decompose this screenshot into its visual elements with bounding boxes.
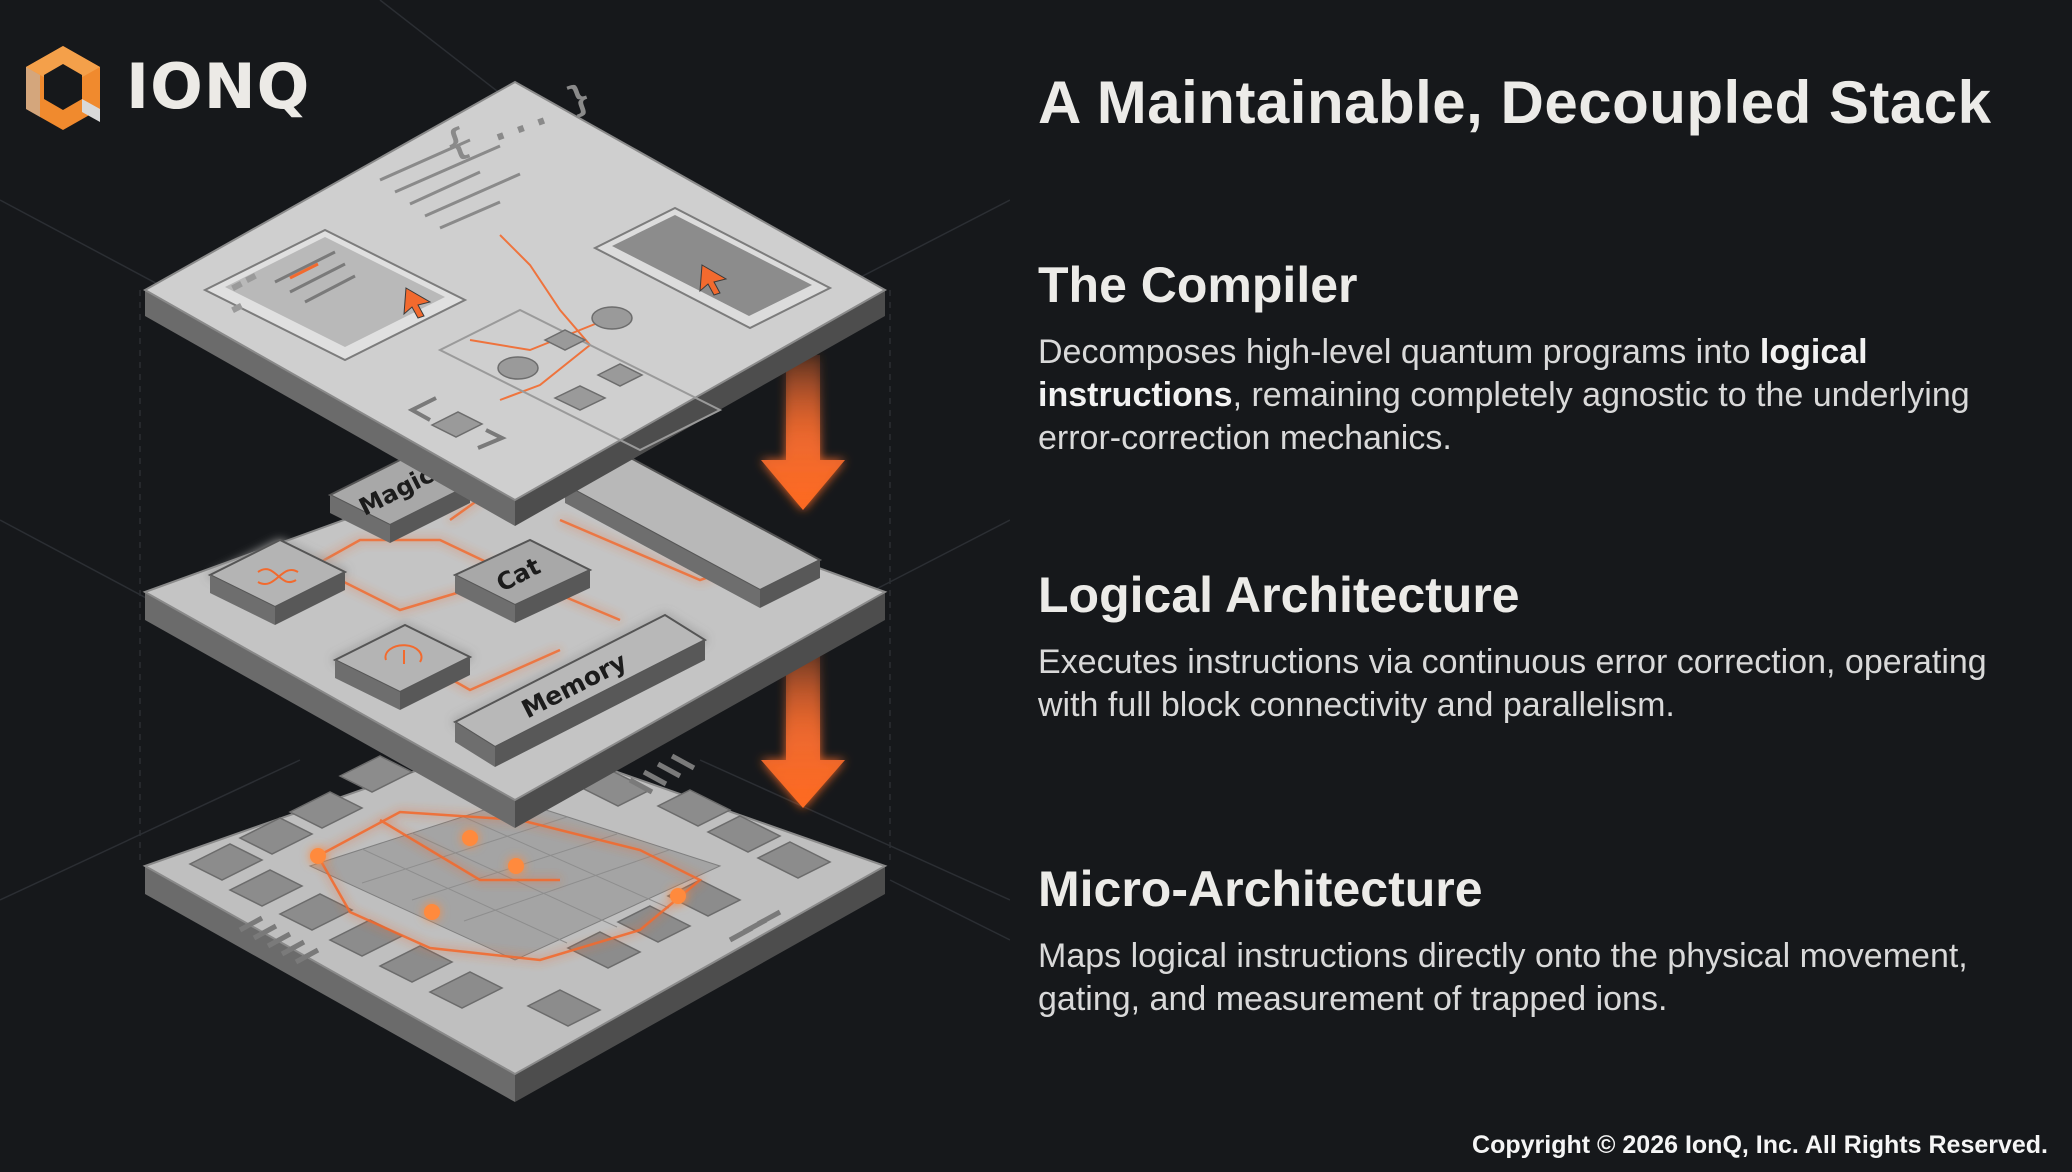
micro-architecture-section: Micro-Architecture Maps logical instruct… bbox=[1038, 862, 2038, 1021]
page-title: A Maintainable, Decoupled Stack bbox=[1038, 69, 1992, 136]
compiler-heading: The Compiler bbox=[1038, 257, 1358, 313]
compiler-section: The Compiler Decomposes high-level quant… bbox=[1038, 258, 2038, 460]
logical-architecture-plate: Magic Cat bbox=[142, 453, 888, 828]
ion-dot-icon bbox=[670, 888, 686, 904]
compiler-description-part-1: Decomposes high-level quantum programs i… bbox=[1038, 333, 1760, 371]
logical-architecture-description: Executes instructions via continuous err… bbox=[1038, 643, 1987, 724]
ionq-hexagon-logo-icon bbox=[26, 46, 100, 130]
copyright-notice: Copyright © 2026 IonQ, Inc. All Rights R… bbox=[1472, 1131, 2048, 1159]
stack-diagram: Magic Cat bbox=[0, 0, 1010, 1102]
compiler-plate: { ... } bbox=[142, 76, 888, 526]
logical-architecture-section: Logical Architecture Executes instructio… bbox=[1038, 568, 2038, 727]
ion-dot-icon bbox=[508, 858, 524, 874]
ion-dot-icon bbox=[310, 848, 326, 864]
down-arrow-icon bbox=[761, 355, 845, 510]
compiler-description: Decomposes high-level quantum programs i… bbox=[1038, 331, 2038, 460]
down-arrow-icon bbox=[761, 646, 845, 808]
cursor-icon bbox=[403, 287, 432, 319]
brand-name: IONQ bbox=[126, 50, 311, 123]
micro-architecture-plate bbox=[142, 734, 888, 1102]
compiler-description-part-2: , remaining completely agnostic to the u… bbox=[1038, 376, 1970, 457]
logical-architecture-heading: Logical Architecture bbox=[1038, 567, 1520, 623]
micro-architecture-heading: Micro-Architecture bbox=[1038, 861, 1483, 917]
ionq-logo: IONQ bbox=[20, 40, 310, 134]
micro-architecture-description: Maps logical instructions directly onto … bbox=[1038, 937, 1968, 1018]
cursor-icon bbox=[699, 264, 728, 296]
ion-dot-icon bbox=[462, 830, 478, 846]
ion-dot-icon bbox=[424, 904, 440, 920]
compiler-description-emphasis: logical instructions bbox=[1038, 333, 1868, 414]
